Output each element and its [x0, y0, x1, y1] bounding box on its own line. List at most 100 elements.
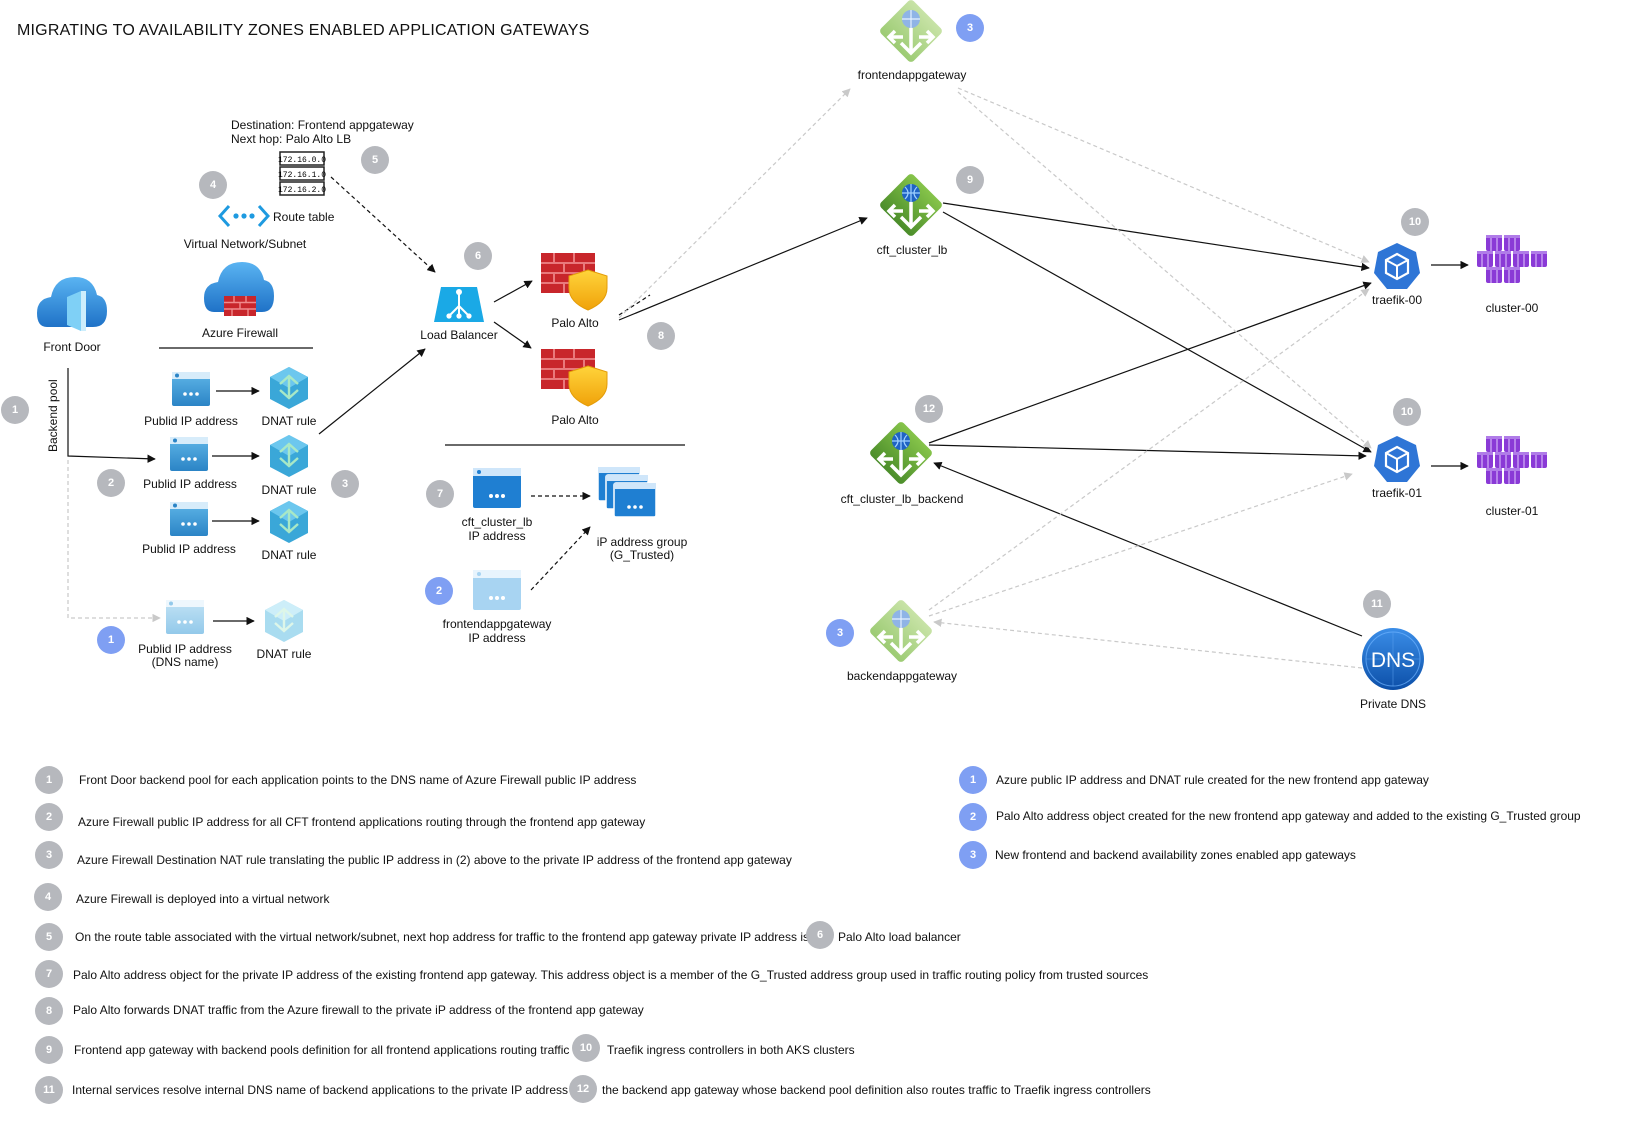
step-badge-5: 5: [361, 146, 389, 174]
legend-new-text-2: Palo Alto address object created for the…: [996, 809, 1581, 823]
frontend-ip-label-1: frontendappgateway: [442, 617, 552, 631]
step-badge-12: 12: [915, 395, 943, 423]
public-ip-icon-2[interactable]: [170, 437, 208, 471]
cft-cluster-lb-backend-label: cft_cluster_lb_backend: [840, 492, 964, 506]
traefik-01-label: traefik-01: [1371, 486, 1423, 500]
legend-badge-7: 7: [35, 960, 63, 988]
cft-ip-address-icon[interactable]: [473, 468, 521, 508]
dnat-rule-icon-4[interactable]: [263, 598, 305, 644]
cft-cluster-lb-label: cft_cluster_lb: [876, 243, 948, 257]
cluster-00-icon[interactable]: [1477, 235, 1547, 283]
backend-pool-label: Backend pool: [46, 379, 60, 452]
backendappgateway-label: backendappgateway: [846, 669, 958, 683]
route-entry-1: 172.16.0.0: [278, 156, 326, 165]
step-badge-10b: 10: [1393, 398, 1421, 426]
traefik-01-icon[interactable]: [1372, 434, 1422, 484]
public-ip-label-3: Publid IP address: [142, 542, 236, 556]
legend-text-6: Palo Alto load balancer: [838, 930, 961, 944]
front-door-label: Front Door: [43, 340, 101, 354]
route-table-label: Route table: [273, 210, 335, 224]
azure-firewall-icon[interactable]: [204, 262, 274, 316]
cft-ip-label-2: IP address: [468, 529, 526, 543]
legend-new-text-1: Azure public IP address and DNAT rule cr…: [996, 773, 1429, 787]
route-entry-3: 172.16.2.0: [278, 186, 326, 195]
legend-badge-12: 12: [569, 1075, 597, 1103]
legend-new-badge-3: 3: [959, 841, 987, 869]
step-badge-3: 3: [331, 470, 359, 498]
legend-text-11: Internal services resolve internal DNS n…: [72, 1083, 582, 1097]
legend-text-5: On the route table associated with the v…: [75, 930, 829, 944]
palo-alto-label-1: Palo Alto: [551, 316, 599, 330]
new-component-connectors: [67, 87, 1372, 669]
cft-cluster-lb-backend-icon[interactable]: [866, 418, 936, 488]
legend-badge-10: 10: [572, 1034, 600, 1062]
public-ip-dns-icon[interactable]: [166, 600, 204, 634]
dnat-rule-label-2: DNAT rule: [261, 483, 317, 497]
step-badge-9: 9: [956, 166, 984, 194]
legend-text-9: Frontend app gateway with backend pools …: [74, 1043, 583, 1057]
page-title: MIGRATING TO AVAILABILITY ZONES ENABLED …: [17, 22, 590, 39]
dnat-rule-label-4: DNAT rule: [256, 647, 312, 661]
cft-ip-label-1: cft_cluster_lb: [461, 515, 533, 529]
front-door-icon[interactable]: [37, 277, 107, 331]
legend-text-8: Palo Alto forwards DNAT traffic from the…: [73, 1003, 644, 1017]
legend-text-4: Azure Firewall is deployed into a virtua…: [76, 892, 330, 906]
backendappgateway-icon[interactable]: [866, 596, 936, 666]
palo-alto-icon-2[interactable]: [540, 348, 608, 407]
cluster-01-label: cluster-01: [1485, 504, 1539, 518]
load-balancer-icon[interactable]: [434, 287, 484, 322]
step-badge-6: 6: [464, 242, 492, 270]
cft-cluster-lb-icon[interactable]: [876, 170, 946, 240]
legend-badge-1: 1: [35, 766, 63, 794]
dnat-rule-label-1: DNAT rule: [261, 414, 317, 428]
route-next-hop-label: Next hop: Palo Alto LB: [231, 132, 352, 146]
frontend-ip-label-2: IP address: [468, 631, 526, 645]
public-ip-icon-1[interactable]: [172, 372, 210, 406]
frontendappgateway-icon[interactable]: [876, 0, 946, 66]
traefik-00-icon[interactable]: [1372, 241, 1422, 291]
palo-alto-label-2: Palo Alto: [551, 413, 599, 427]
new-badge-2: 2: [425, 577, 453, 605]
new-badge-3a: 3: [956, 14, 984, 42]
virtual-network-label: Virtual Network/Subnet: [183, 237, 307, 251]
azure-firewall-label: Azure Firewall: [201, 326, 279, 340]
step-badge-4: 4: [199, 171, 227, 199]
legend-badge-6: 6: [806, 921, 834, 949]
route-destination-label: Destination: Frontend appgateway: [231, 118, 414, 132]
virtual-network-icon[interactable]: [217, 204, 271, 228]
load-balancer-label: Load Balancer: [420, 328, 498, 342]
legend-text-3: Azure Firewall Destination NAT rule tran…: [77, 853, 792, 867]
private-dns-label: Private DNS: [1359, 697, 1427, 711]
public-ip-dns-label-1: Publid IP address: [138, 642, 232, 656]
traefik-00-label: traefik-00: [1371, 293, 1423, 307]
legend-badge-3: 3: [35, 841, 63, 869]
ip-group-label-1: iP address group: [596, 535, 688, 549]
dnat-rule-icon-1[interactable]: [268, 365, 310, 411]
legend-text-1: Front Door backend pool for each applica…: [79, 773, 637, 787]
step-badge-1: 1: [1, 396, 29, 424]
palo-alto-icon-1[interactable]: [540, 252, 608, 311]
dnat-rule-icon-3[interactable]: [268, 499, 310, 545]
dashed-connectors: [330, 176, 651, 591]
private-dns-icon[interactable]: DNS: [1362, 628, 1424, 690]
frontend-ip-address-icon[interactable]: [473, 570, 521, 610]
ip-address-group-icon[interactable]: [597, 466, 657, 518]
legend-badge-5: 5: [35, 923, 63, 951]
legend-badge-8: 8: [35, 997, 63, 1025]
legend-text-2: Azure Firewall public IP address for all…: [78, 815, 646, 829]
legend-badge-4: 4: [34, 883, 62, 911]
step-badge-8: 8: [647, 322, 675, 350]
legend-badge-9: 9: [35, 1036, 63, 1064]
legend-text-7: Palo Alto address object for the private…: [73, 968, 1149, 982]
cluster-01-icon[interactable]: [1477, 436, 1547, 484]
step-badge-7: 7: [426, 480, 454, 508]
public-ip-icon-3[interactable]: [170, 502, 208, 536]
legend-text-12: the backend app gateway whose backend po…: [602, 1083, 1151, 1097]
new-badge-3b: 3: [826, 619, 854, 647]
dnat-rule-icon-2[interactable]: [268, 433, 310, 479]
public-ip-label-1: Publid IP address: [144, 414, 238, 428]
route-table-entries: 172.16.0.0 172.16.1.0 172.16.2.0: [278, 151, 326, 196]
new-badge-1: 1: [97, 626, 125, 654]
legend-badge-2: 2: [35, 803, 63, 831]
